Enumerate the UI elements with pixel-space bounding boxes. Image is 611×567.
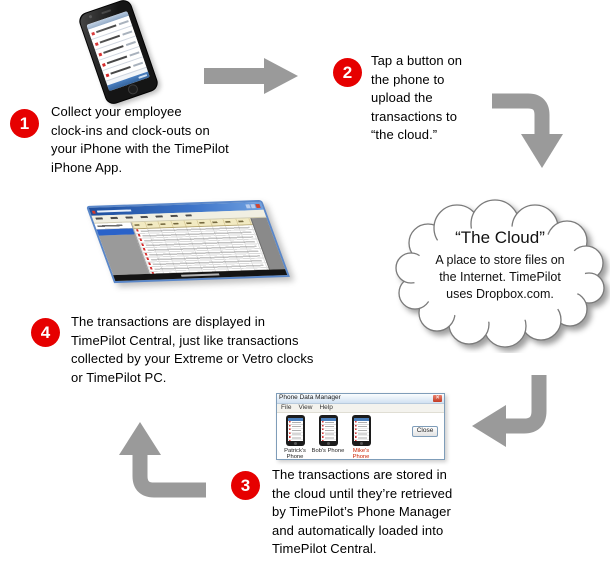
cloud-description: A place to store files on the Internet. …: [435, 253, 565, 301]
step-4-badge: 4: [31, 318, 60, 347]
cloud-shape: [395, 199, 605, 348]
step-1-badge: 1: [10, 109, 39, 138]
tpc-selected-row: [96, 228, 135, 236]
step-3-text: The transactions are stored in the cloud…: [272, 467, 453, 556]
step-2-text: Tap a button on the phone to upload the …: [371, 53, 463, 142]
step-3-badge: 3: [231, 471, 260, 500]
iphone-screen: [86, 10, 150, 92]
step-1-text: Collect your employee clock-ins and cloc…: [51, 104, 229, 175]
arrow-cloud-to-phone-manager: [472, 375, 547, 447]
home-button-icon: [126, 83, 139, 96]
arrow-step1-to-step2: [204, 58, 298, 94]
tpc-window-buttons: [245, 203, 261, 209]
close-window-icon[interactable]: ✕: [433, 395, 442, 402]
pdm-body: Patrick's Phone Bob's Phone Mike's Phone…: [277, 413, 444, 460]
phone-label-patrick: Patrick's Phone: [284, 448, 306, 460]
mini-phone-bob: [319, 415, 338, 446]
screen-row: [98, 46, 144, 72]
screen-row: [102, 57, 147, 82]
mini-phone-mike: [352, 415, 371, 446]
speaker-icon: [101, 9, 112, 15]
tpc-grid-rows: [133, 225, 270, 274]
tpc-app-icon: [91, 210, 96, 214]
screen-row: [88, 15, 133, 41]
step-2-badge: 2: [333, 58, 362, 87]
pdm-window-title: Phone Data Manager: [279, 394, 341, 402]
cloud-title: “The Cloud”: [455, 228, 545, 247]
camera-dot-icon: [88, 14, 93, 19]
mini-phone-patrick: [286, 415, 305, 446]
mini-home-icon: [327, 442, 330, 445]
iphone-body: [76, 0, 161, 107]
phone-label-mike: Mike's Phone: [352, 448, 370, 460]
step-4-text: The transactions are displayed in TimePi…: [71, 314, 314, 385]
pdm-titlebar: Phone Data Manager ✕: [277, 394, 444, 404]
screen-row: [91, 26, 136, 51]
iphone-photo: [70, 0, 170, 107]
phone-data-manager-window: Phone Data Manager ✕ File View Help Patr…: [276, 393, 445, 460]
tpc-content: [94, 217, 286, 276]
pdm-menubar: File View Help: [277, 404, 444, 413]
pdm-close-button[interactable]: Close: [412, 426, 438, 437]
arrow-step3-to-step4: [119, 422, 206, 498]
pdm-menu-help[interactable]: Help: [319, 403, 333, 411]
tpc-transaction-grid: [131, 218, 270, 274]
mini-home-icon: [360, 442, 363, 445]
mini-home-icon: [294, 442, 297, 445]
screen-row: [95, 36, 140, 61]
timepilot-central-screenshot: [86, 199, 290, 284]
pdm-menu-file[interactable]: File: [281, 403, 292, 411]
screen-bottombar: [107, 71, 150, 92]
arrow-step2-to-cloud: [492, 93, 563, 168]
screen-navbar: [86, 10, 129, 30]
phone-label-bob: Bob's Phone: [311, 448, 345, 454]
pdm-menu-view[interactable]: View: [298, 403, 313, 411]
cloud-label: “The Cloud” A place to store files on th…: [412, 228, 588, 303]
